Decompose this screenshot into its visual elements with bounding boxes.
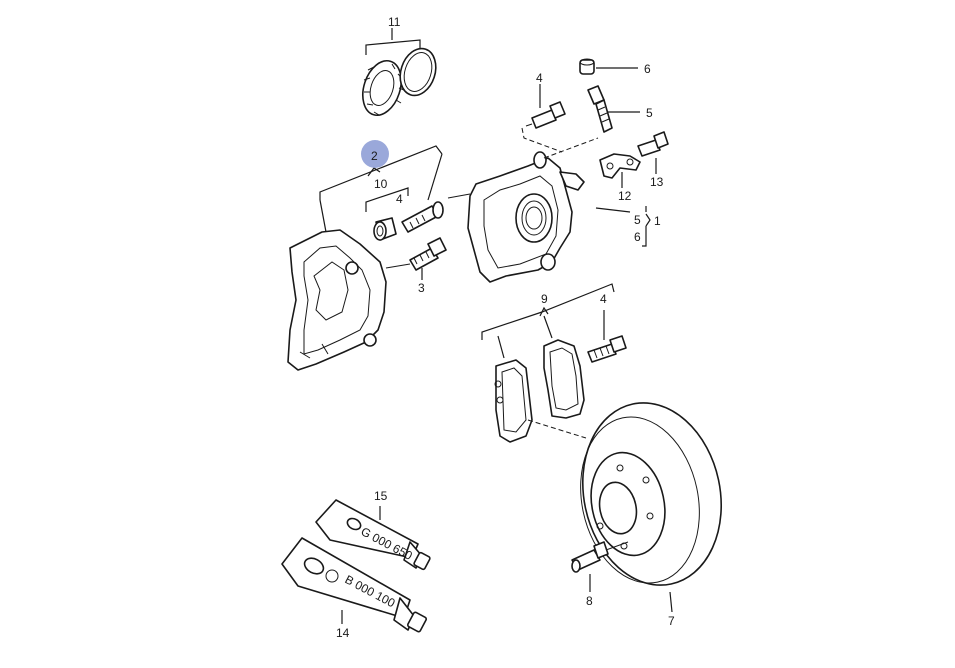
brake-pad-inner-part-9[interactable] [494, 359, 533, 443]
group-bracket-10 [365, 187, 409, 212]
brake-disc-part-7[interactable] [566, 390, 738, 613]
axis-line-pads [527, 419, 587, 439]
callout-8: 8 [586, 594, 593, 608]
callout-13: 13 [650, 175, 664, 189]
callout-3: 3 [418, 281, 425, 295]
callout-5-screw: 5 [646, 106, 653, 120]
bolt-part-4-upper[interactable] [521, 84, 566, 153]
highlight-marker[interactable] [361, 140, 389, 168]
bolt-part-4-lower[interactable] [587, 310, 627, 363]
callout-14: 14 [336, 626, 350, 640]
group-bracket-2 [319, 145, 443, 233]
axis-line-bleed [543, 137, 599, 159]
seal-kit-part-11[interactable] [356, 28, 441, 120]
caliper-housing-part-1[interactable] [447, 151, 585, 283]
bolt-part-13[interactable] [637, 131, 669, 174]
callout-9: 9 [541, 292, 548, 306]
group-bracket-9 [481, 283, 615, 359]
callout-11: 11 [388, 15, 401, 29]
carrier-bracket[interactable] [287, 229, 387, 371]
group-bracket-1 [595, 206, 651, 247]
callout-4-upper: 4 [536, 71, 543, 85]
callout-7: 7 [668, 614, 675, 628]
callout-6-group: 6 [634, 230, 641, 244]
disc-screw-part-8[interactable] [571, 541, 629, 592]
callout-6-cap: 6 [644, 62, 651, 76]
brake-pad-outer-part-9[interactable] [543, 339, 585, 419]
callout-5-group: 5 [634, 213, 641, 227]
callout-1: 1 [654, 214, 661, 228]
bolt-part-3[interactable] [385, 237, 447, 280]
guide-pin-part-4[interactable] [401, 201, 444, 233]
guide-bush-part-10[interactable] [373, 217, 397, 241]
dust-cap-part-6[interactable] [579, 58, 638, 75]
callout-10: 10 [374, 177, 388, 191]
callout-12: 12 [618, 189, 632, 203]
bleed-screw-part-5[interactable] [587, 85, 640, 133]
callout-15: 15 [374, 489, 388, 503]
callout-4-lower: 4 [600, 292, 607, 306]
callout-2: 2 [371, 149, 378, 163]
bracket-clip-part-12[interactable] [599, 153, 641, 188]
callout-4-guide: 4 [396, 192, 403, 206]
